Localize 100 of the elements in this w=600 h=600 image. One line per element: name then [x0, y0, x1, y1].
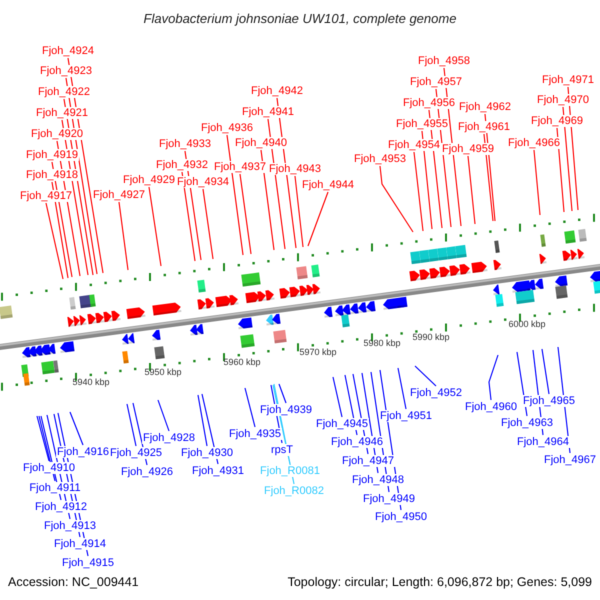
gene-label: Fjoh_4916: [56, 446, 110, 458]
gene-label: Fjoh_4923: [39, 65, 93, 77]
leader-line: [202, 188, 214, 260]
gene-label: Fjoh_4952: [409, 387, 463, 399]
scale-label: 5940 kbp: [72, 376, 110, 388]
scale-label: 5990 kbp: [412, 331, 450, 343]
scale-label: 6000 kbp: [508, 318, 546, 330]
leader-line: [197, 394, 208, 446]
gene-label: Fjoh_4915: [61, 557, 115, 569]
gene-label: Fjoh_4962: [458, 101, 512, 113]
gene-label: Fjoh_4942: [250, 85, 304, 97]
gene-label: Fjoh_4933: [158, 138, 212, 150]
gene-label: Fjoh_4910: [22, 462, 76, 474]
leader-line: [69, 412, 84, 446]
gene-label: Fjoh_R0081: [259, 465, 321, 477]
gene-label: Fjoh_4929: [122, 174, 176, 186]
gene-label: Fjoh_4947: [341, 455, 395, 467]
scale-label: 5970 kbp: [299, 346, 337, 358]
gene-label: Fjoh_4936: [200, 122, 254, 134]
scale-label: 5980 kbp: [363, 337, 401, 349]
gene-label: Fjoh_4944: [301, 179, 355, 191]
gene-label: Fjoh_4953: [353, 153, 407, 165]
leader-line: [181, 172, 196, 262]
gene-label: Fjoh_4919: [25, 149, 79, 161]
gene-label: Fjoh_4950: [374, 511, 428, 523]
leader-line: [51, 182, 69, 278]
gene-label: Fjoh_4931: [191, 465, 245, 477]
gene-label: Fjoh_4932: [155, 159, 209, 171]
gene-label: Fjoh_4954: [387, 139, 441, 151]
gene-label: Fjoh_4925: [109, 447, 163, 459]
leader-line: [244, 388, 256, 428]
gene-label: Fjoh_4918: [25, 169, 79, 181]
genome-info-text: Topology: circular; Length: 6,096,872 bp; Genes: 5,099: [288, 576, 592, 588]
map-title: Flavobacterium johnsoniae UW101, complete genome: [142, 11, 458, 26]
gene-label: Fjoh_4924: [41, 45, 95, 57]
leader-line: [483, 134, 494, 222]
leader-line: [562, 106, 573, 212]
leader-line: [307, 192, 329, 246]
gene-label: Fjoh_4958: [417, 55, 471, 67]
leader-line: [239, 174, 252, 254]
leader-line: [533, 150, 541, 216]
gene-label: Fjoh_4951: [379, 410, 433, 422]
gene-label: Fjoh_4969: [530, 115, 584, 127]
leader-line: [148, 186, 162, 266]
gene-label: Fjoh_4928: [142, 432, 196, 444]
gene-label: Fjoh_4964: [516, 436, 570, 448]
leader-line: [541, 348, 550, 394]
gene-label: Fjoh_4963: [500, 417, 554, 429]
scale-label: 5960 kbp: [223, 356, 261, 368]
leader-line: [226, 134, 244, 256]
leader-line: [126, 404, 137, 446]
gene-label: Fjoh_4937: [213, 161, 267, 173]
gene-label: Fjoh_4917: [19, 190, 73, 202]
leader-line: [118, 202, 129, 270]
gene-label: Fjoh_4943: [268, 163, 322, 175]
gene-label: Fjoh_4948: [351, 474, 405, 486]
gene-label: Fjoh_4913: [43, 520, 97, 532]
leader-line: [413, 152, 424, 232]
leader-line: [332, 376, 343, 418]
gene-label: Fjoh_4922: [37, 86, 91, 98]
gene-label: Fjoh_4945: [315, 418, 369, 430]
gene-label: Fjoh_4930: [180, 447, 234, 459]
gene-label: Fjoh_4959: [441, 143, 495, 155]
gene-label: Fjoh_4955: [395, 118, 449, 130]
leader-line: [45, 202, 64, 280]
gene-label: Fjoh_4965: [522, 395, 576, 407]
leader-line: [488, 354, 499, 400]
leader-line: [260, 150, 275, 250]
gene-label: Fjoh_4946: [330, 436, 384, 448]
gene-label: Fjoh_4956: [402, 97, 456, 109]
gene-label: Fjoh_4934: [176, 176, 230, 188]
leader-line: [36, 416, 50, 462]
gene-label: Fjoh_R0082: [263, 485, 325, 497]
leader-line: [556, 128, 565, 212]
gene-label: Fjoh_4961: [457, 121, 511, 133]
leader-line: [421, 130, 433, 230]
scale-label: 5950 kbp: [144, 366, 182, 378]
gene-label: Fjoh_4927: [92, 189, 146, 201]
gene-label: Fjoh_4957: [409, 76, 463, 88]
gene-label: Fjoh_4926: [120, 466, 174, 478]
gene-label: rpsT: [270, 444, 294, 456]
leader-line: [278, 384, 287, 404]
leader-line: [379, 166, 414, 232]
gene-label: Fjoh_4920: [30, 128, 84, 140]
gene-label: Fjoh_4914: [53, 538, 107, 550]
gene-label: Fjoh_4939: [259, 404, 313, 416]
leader-line: [467, 156, 476, 224]
leader-line: [294, 176, 304, 248]
gene-label: Fjoh_4940: [234, 137, 288, 149]
gene-label: Fjoh_4966: [507, 137, 561, 149]
gene-label: Fjoh_4960: [464, 401, 518, 413]
gene-label: Fjoh_4935: [228, 428, 282, 440]
gene-label: Fjoh_4911: [28, 482, 82, 494]
gene-label: Fjoh_4921: [35, 107, 89, 119]
gene-label: Fjoh_4941: [241, 106, 295, 118]
leader-line: [414, 366, 436, 386]
gene-label: Fjoh_4971: [541, 74, 595, 86]
leader-line: [157, 400, 170, 432]
gene-label: Fjoh_4970: [536, 94, 590, 106]
accession-text: Accession: NC_009441: [8, 576, 139, 588]
